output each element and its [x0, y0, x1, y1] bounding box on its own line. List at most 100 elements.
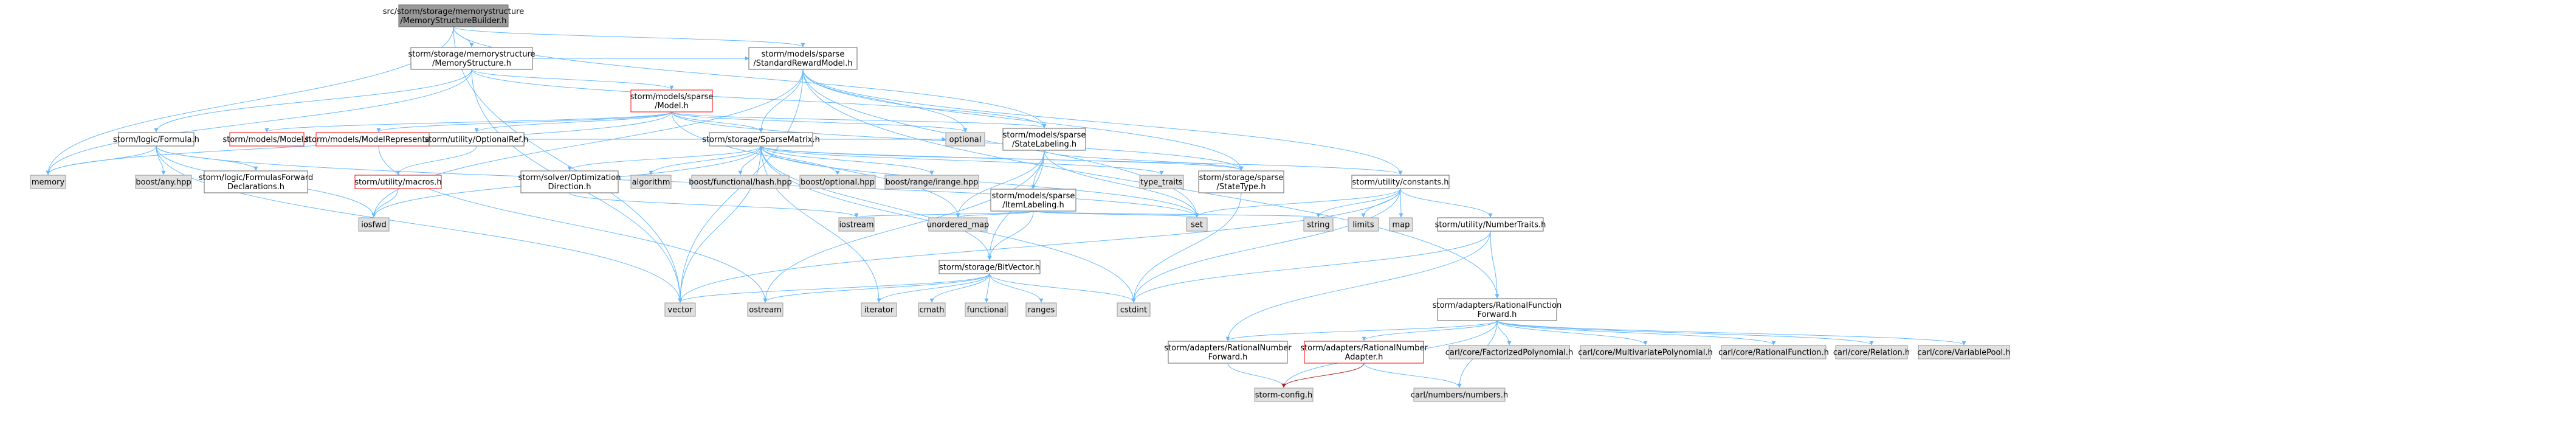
node-label: map — [1393, 221, 1410, 230]
node-label: carl/core/FactorizedPolynomial.h — [1445, 349, 1574, 358]
node-bitvector[interactable]: storm/storage/BitVector.h — [938, 260, 1041, 274]
node-root[interactable]: src/storm/storage/memorystructure/Memory… — [383, 4, 524, 27]
edge-stdreward-to-iosfwd — [371, 69, 804, 218]
node-macros[interactable]: storm/utility/macros.h — [354, 175, 442, 189]
node-label: /StateLabeling.h — [1012, 140, 1076, 149]
node-label: ranges — [1028, 306, 1055, 315]
edge-sparsemodel-to-optref — [474, 111, 672, 133]
node-ratfunc: carl/core/RationalFunction.h — [1718, 345, 1829, 359]
node-label: storm/models/sparse — [1003, 131, 1086, 140]
node-label: cmath — [919, 306, 944, 315]
node-relation: carl/core/Relation.h — [1833, 345, 1910, 359]
node-optref[interactable]: storm/utility/OptionalRef.h — [425, 132, 529, 147]
node-layer: src/storm/storage/memorystructure/Memory… — [30, 4, 2010, 402]
edge-stdreward-to-statetype — [802, 69, 1244, 171]
node-label: boost/any.hpp — [136, 178, 191, 187]
edge-statelabeling-to-set — [1044, 150, 1199, 218]
edge-constants-to-map — [1399, 188, 1403, 218]
node-formula[interactable]: storm/logic/Formula.h — [113, 132, 199, 147]
node-modelh[interactable]: storm/models/Model.h — [222, 132, 311, 147]
node-box — [204, 170, 308, 193]
node-formulasfwd[interactable]: storm/logic/FormulasForwardDeclarations.… — [199, 170, 314, 193]
edge-bitvector-to-ranges — [989, 273, 1044, 303]
node-vector: vector — [664, 302, 696, 317]
edge-root-to-stdreward — [453, 26, 805, 47]
edge-ratfuncfwd-to-relation — [1496, 320, 1874, 346]
node-label: Declarations.h — [227, 182, 284, 192]
node-varpool: carl/core/VariablePool.h — [1918, 345, 2010, 359]
node-label: /StandardRewardModel.h — [753, 59, 852, 68]
node-label: storm-config.h — [1255, 391, 1312, 400]
node-box — [135, 175, 192, 189]
edge-itemlabeling-to-bitvector — [987, 210, 1034, 260]
edge-bitvector-to-ostream — [763, 273, 990, 303]
node-numbertraits[interactable]: storm/utility/NumberTraits.h — [1435, 217, 1546, 232]
node-label: /ItemLabeling.h — [1002, 201, 1064, 210]
edge-ratfuncfwd-to-multipoly — [1496, 320, 1648, 346]
edge-constants-to-set — [1194, 188, 1401, 218]
node-box — [520, 170, 619, 193]
edge-ratnumadapter-to-stormconfig — [1281, 363, 1365, 388]
node-label: iosfwd — [361, 221, 387, 230]
node-sparsemodel[interactable]: storm/models/sparse/Model.h — [630, 89, 714, 113]
node-label: carl/core/Relation.h — [1833, 349, 1910, 358]
node-carlnumbers: carl/numbers/numbers.h — [1411, 387, 1508, 402]
node-label: storm/models/sparse — [762, 50, 845, 59]
edge-bitvector-to-functional — [984, 273, 990, 303]
node-box — [838, 217, 875, 232]
node-box — [861, 302, 897, 317]
node-itemlabeling[interactable]: storm/models/sparse/ItemLabeling.h — [990, 189, 1076, 212]
node-stdreward[interactable]: storm/models/sparse/StandardRewardModel.… — [748, 47, 858, 70]
node-box — [1413, 387, 1506, 402]
node-label: storm/models/sparse — [630, 92, 714, 102]
node-box — [1304, 341, 1424, 364]
node-limits: limits — [1348, 217, 1379, 232]
edge-sparsematrix-to-boostopt — [760, 145, 840, 175]
node-ranges: ranges — [1025, 302, 1057, 317]
node-box — [965, 302, 1008, 317]
node-factpoly: carl/core/FactorizedPolynomial.h — [1445, 345, 1574, 359]
node-box — [1918, 345, 2010, 359]
node-label: storm/storage/memorystructure — [408, 50, 535, 59]
node-multipoly: carl/core/MultivariatePolynomial.h — [1578, 345, 1713, 359]
edge-root-to-vector — [453, 26, 683, 303]
node-label: carl/core/MultivariatePolynomial.h — [1578, 349, 1713, 358]
edge-statelabeling-to-statetype — [1044, 150, 1244, 171]
node-statelabeling[interactable]: storm/models/sparse/StateLabeling.h — [1002, 128, 1086, 151]
edge-sparsemodel-to-modelh — [264, 111, 672, 133]
node-label: storm/adapters/RationalFunction — [1433, 301, 1562, 310]
node-iterator: iterator — [861, 302, 897, 317]
node-sparsematrix[interactable]: storm/storage/SparseMatrix.h — [702, 132, 820, 147]
node-label: carl/core/RationalFunction.h — [1718, 349, 1829, 358]
node-box — [799, 175, 876, 189]
node-label: Forward.h — [1208, 353, 1248, 362]
edge-sparsemodel-to-statelabeling — [671, 111, 1047, 128]
edge-sparsematrix-to-boostfunc — [738, 145, 762, 175]
node-constants[interactable]: storm/utility/constants.h — [1351, 175, 1450, 189]
node-box — [928, 217, 988, 232]
node-memstruct[interactable]: storm/storage/memorystructure/MemoryStru… — [408, 47, 536, 70]
edge-sparsematrix-to-optdir — [567, 145, 762, 171]
node-label: storm/logic/FormulasForward — [199, 173, 314, 182]
edge-constants-to-cstdint — [1131, 188, 1401, 303]
node-box — [945, 132, 985, 147]
node-box — [229, 132, 305, 147]
node-label: cstdint — [1120, 306, 1147, 315]
node-label: storm/solver/Optimization — [518, 173, 621, 182]
node-box — [354, 175, 442, 189]
edge-memstruct-to-memory — [46, 69, 472, 175]
node-box — [1186, 217, 1208, 232]
node-box — [118, 132, 195, 147]
edge-bitvector-to-iterator — [876, 273, 990, 303]
edge-macros-to-iosfwd — [371, 188, 399, 218]
edge-formula-to-set — [156, 145, 1199, 218]
node-statetype[interactable]: storm/storage/sparse/StateType.h — [1198, 170, 1284, 193]
edge-ratfuncfwd-to-ratnumfwd — [1225, 320, 1498, 341]
node-label: Direction.h — [548, 182, 591, 192]
node-iosfwd: iosfwd — [358, 217, 390, 232]
node-label: Forward.h — [1478, 310, 1517, 319]
